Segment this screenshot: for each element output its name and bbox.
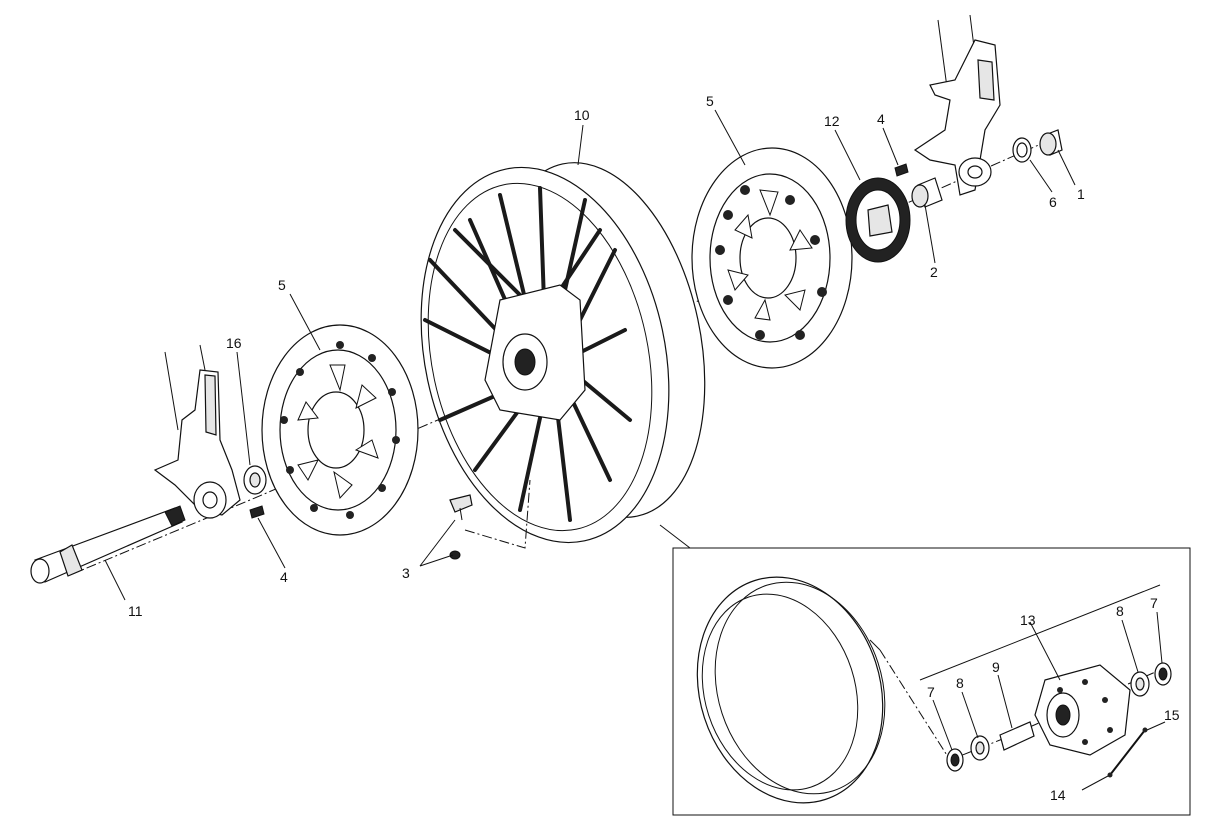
front-wheel-assembly — [420, 162, 706, 544]
callout-labels: 1 2 3 4 4 5 5 6 7 7 8 8 9 10 11 12 13 14… — [128, 93, 1180, 803]
callout-8-left: 8 — [956, 675, 964, 691]
inset-hub-13 — [1034, 664, 1131, 756]
callout-10: 10 — [574, 107, 590, 123]
callout-14: 14 — [1050, 787, 1066, 803]
inset-bearing-7b — [1154, 662, 1172, 686]
left-fork-leg — [153, 344, 241, 519]
brake-disc-left — [261, 324, 419, 536]
spacer-2 — [911, 177, 943, 208]
abs-tone-ring — [845, 177, 911, 263]
disc-bolts — [249, 163, 909, 519]
callout-2: 2 — [930, 264, 938, 280]
bearing-1 — [1039, 129, 1063, 156]
callout-9: 9 — [992, 659, 1000, 675]
callout-6: 6 — [1049, 194, 1057, 210]
callout-13: 13 — [1020, 612, 1036, 628]
brake-disc-right — [691, 147, 853, 369]
wheel-axle — [30, 505, 186, 584]
callout-7-right: 7 — [1150, 595, 1158, 611]
inset-rim — [696, 576, 886, 804]
seal-6 — [1012, 137, 1032, 163]
callout-4-right: 4 — [877, 111, 885, 127]
callout-7-left: 7 — [927, 684, 935, 700]
inset-detail-box — [659, 524, 1191, 816]
right-fork-leg — [913, 14, 1001, 196]
callout-5-left: 5 — [278, 277, 286, 293]
callout-4-left: 4 — [280, 569, 288, 585]
callout-8-right: 8 — [1116, 603, 1124, 619]
inset-bearing-8b — [1130, 671, 1150, 697]
valve-and-bolts — [449, 479, 531, 560]
callout-3: 3 — [402, 565, 410, 581]
leader-lines — [104, 109, 1166, 791]
callout-12: 12 — [824, 113, 840, 129]
inset-axis-line — [919, 584, 1161, 681]
callout-11: 11 — [128, 603, 143, 619]
inset-bearing-7a — [946, 748, 964, 772]
inset-spacer-9 — [999, 721, 1035, 751]
inset-valve-14-15 — [1107, 727, 1148, 778]
inset-bearing-8a — [970, 735, 990, 761]
callout-5-right: 5 — [706, 93, 714, 109]
spacer-16 — [243, 465, 267, 495]
callout-15: 15 — [1164, 707, 1180, 723]
callout-16: 16 — [226, 335, 242, 351]
callout-1: 1 — [1077, 186, 1085, 202]
